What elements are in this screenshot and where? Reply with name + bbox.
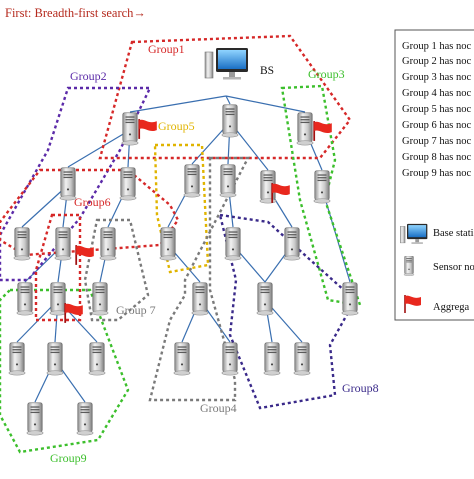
sensor-node-icon xyxy=(88,342,106,376)
sensor-node-icon xyxy=(173,342,191,376)
sensor-node-icon xyxy=(221,104,239,138)
group1-label: Group1 xyxy=(148,42,185,56)
legend: Group 1 has noc Group 2 has noc Group 3 … xyxy=(394,29,474,321)
legend-aggregator-label: Aggrega xyxy=(433,302,469,313)
legend-group4: Group 4 has noc xyxy=(402,88,471,99)
group5-label: Group5 xyxy=(158,119,195,133)
group5-outline xyxy=(153,143,210,274)
sensor-node-icon xyxy=(13,227,31,261)
sensor-node-icon xyxy=(159,227,177,261)
legend-group7: Group 7 has noc xyxy=(402,136,471,147)
group2-outline xyxy=(0,86,152,282)
sensor-node-icon xyxy=(121,112,139,146)
group2-label: Group2 xyxy=(70,69,107,83)
sensor-node-icon xyxy=(8,342,26,376)
sensor-node-icon xyxy=(283,227,301,261)
legend-sensor-node-icon xyxy=(403,256,415,276)
base-station-label: BS xyxy=(260,65,274,77)
sensor-node-icon xyxy=(46,342,64,376)
sensor-node-icon xyxy=(191,282,209,316)
legend-group8: Group 8 has noc xyxy=(402,152,471,163)
sensor-node-icon xyxy=(54,227,72,261)
group6-inner-outline xyxy=(34,213,82,322)
group4-label: Group4 xyxy=(200,401,237,415)
sensor-node-icon xyxy=(183,164,201,198)
legend-group1: Group 1 has noc xyxy=(402,41,471,52)
sensor-node-icon xyxy=(99,227,117,261)
legend-group6: Group 6 has noc xyxy=(402,120,471,131)
sensor-node-icon xyxy=(26,402,44,436)
base-station-icon xyxy=(204,47,249,81)
aggregator-flag-icon xyxy=(313,120,333,142)
legend-group3: Group 3 has noc xyxy=(402,72,471,83)
sensor-node-icon xyxy=(16,282,34,316)
group8-label: Group8 xyxy=(342,381,379,395)
link-0 xyxy=(129,95,227,113)
sensor-node-icon xyxy=(296,112,314,146)
group3-label: Group3 xyxy=(308,67,345,81)
legend-group2: Group 2 has noc xyxy=(402,56,471,67)
link-9 xyxy=(21,184,69,228)
sensor-node-icon xyxy=(221,342,239,376)
group3-outline xyxy=(280,84,362,307)
sensor-node-icon xyxy=(49,282,67,316)
sensor-node-icon xyxy=(256,282,274,316)
sensor-node-icon xyxy=(219,164,237,198)
sensor-node-icon xyxy=(76,402,94,436)
link-3 xyxy=(67,129,131,168)
legend-base-station-label: Base stati xyxy=(433,228,474,239)
legend-group9: Group 9 has noc xyxy=(402,168,471,179)
legend-group5: Group 5 has noc xyxy=(402,104,471,115)
sensor-node-icon xyxy=(263,342,281,376)
sensor-node-icon xyxy=(119,167,137,201)
sensor-node-icon xyxy=(59,167,77,201)
sensor-node-icon xyxy=(224,227,242,261)
aggregator-flag-icon xyxy=(138,118,158,140)
sensor-node-icon xyxy=(341,282,359,316)
group4-outline xyxy=(148,156,250,402)
group7-outline xyxy=(83,218,150,322)
group6-label: Group6 xyxy=(74,195,111,209)
group-outlines xyxy=(0,34,362,454)
link-2 xyxy=(225,95,306,113)
group-labels: Group1 Group2 Group3 Group5 Group6 Group… xyxy=(50,42,379,465)
sensor-node-icon xyxy=(313,170,331,204)
group9-label: Group9 xyxy=(50,451,87,465)
link-1 xyxy=(225,95,231,105)
sensor-node-icon xyxy=(293,342,311,376)
group7-label: Group 7 xyxy=(116,303,156,317)
legend-sensor-node-label: Sensor noc xyxy=(433,262,474,273)
sensor-node-icon xyxy=(91,282,109,316)
diagram-title: First: Breadth-first search→ xyxy=(5,6,146,20)
